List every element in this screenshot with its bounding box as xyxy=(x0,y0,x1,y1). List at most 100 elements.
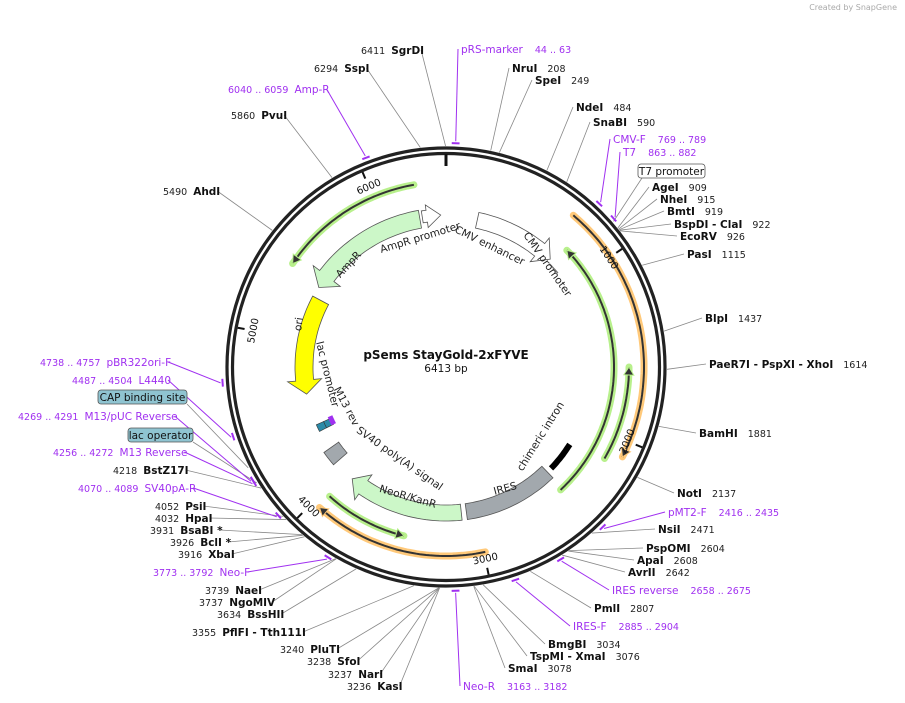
enzyme-position: 208 xyxy=(547,64,565,75)
orf-orange-right[interactable] xyxy=(569,211,648,461)
feature-box[interactable]: T7 promoter xyxy=(637,163,706,179)
primer-leader xyxy=(455,48,459,142)
feature-box[interactable]: lac operator xyxy=(127,427,194,443)
primer-range: 3163 .. 3182 xyxy=(507,682,567,693)
enzyme-name: SmaI xyxy=(508,663,538,675)
primer-range: 44 .. 63 xyxy=(535,45,571,56)
enzyme-leader xyxy=(258,558,337,591)
m13-rev-shape[interactable] xyxy=(327,415,336,426)
ampr-arrow[interactable] xyxy=(312,209,422,288)
orf-green-bottom[interactable] xyxy=(326,492,408,540)
enzyme-position: 922 xyxy=(752,220,770,231)
enzyme-leader xyxy=(283,114,333,178)
cmv-promoter-arrow[interactable] xyxy=(548,263,559,274)
orf-orange-bottom-arrowhead xyxy=(318,506,330,518)
feature-box[interactable]: CAP binding site xyxy=(97,389,188,405)
primer-leader xyxy=(193,487,277,518)
ori-arrow[interactable] xyxy=(286,295,330,395)
primer-binding-mark xyxy=(249,476,256,485)
orf-amp[interactable] xyxy=(289,181,418,267)
enzyme-position: 249 xyxy=(571,76,589,87)
ires-shape[interactable] xyxy=(464,465,554,520)
enzyme-name: NheI xyxy=(660,194,687,206)
primer-binding-mark xyxy=(610,214,617,223)
sv40-polya-shape[interactable] xyxy=(323,441,348,466)
neor-kanr-arrow[interactable] xyxy=(351,474,463,522)
orf-amp-arrowhead xyxy=(292,253,303,265)
enzyme-name: NgoMIV xyxy=(229,597,276,609)
cmv-enhancer-arrow[interactable] xyxy=(475,212,551,263)
feature-box-leader xyxy=(613,177,643,222)
enzyme-leader xyxy=(357,587,440,662)
orf-right-short[interactable] xyxy=(601,363,635,462)
orf-orange-right-arrowhead xyxy=(620,446,632,458)
tick-mark xyxy=(237,326,245,330)
chimeric-intron-shape[interactable] xyxy=(548,442,573,471)
enzyme-position: 1614 xyxy=(843,360,867,371)
enzyme-leader xyxy=(568,547,644,552)
orf-orange-bottom-line xyxy=(318,506,486,557)
primer-leader xyxy=(455,592,461,687)
orf-orange-bottom[interactable] xyxy=(316,504,489,560)
ampr-promoter-arrow[interactable] xyxy=(420,204,442,229)
enzyme-name: ApaI xyxy=(637,555,664,567)
enzyme-name: BstZ17I xyxy=(143,465,188,477)
enzyme-leader xyxy=(642,253,685,266)
orf-right-long[interactable] xyxy=(557,246,618,494)
